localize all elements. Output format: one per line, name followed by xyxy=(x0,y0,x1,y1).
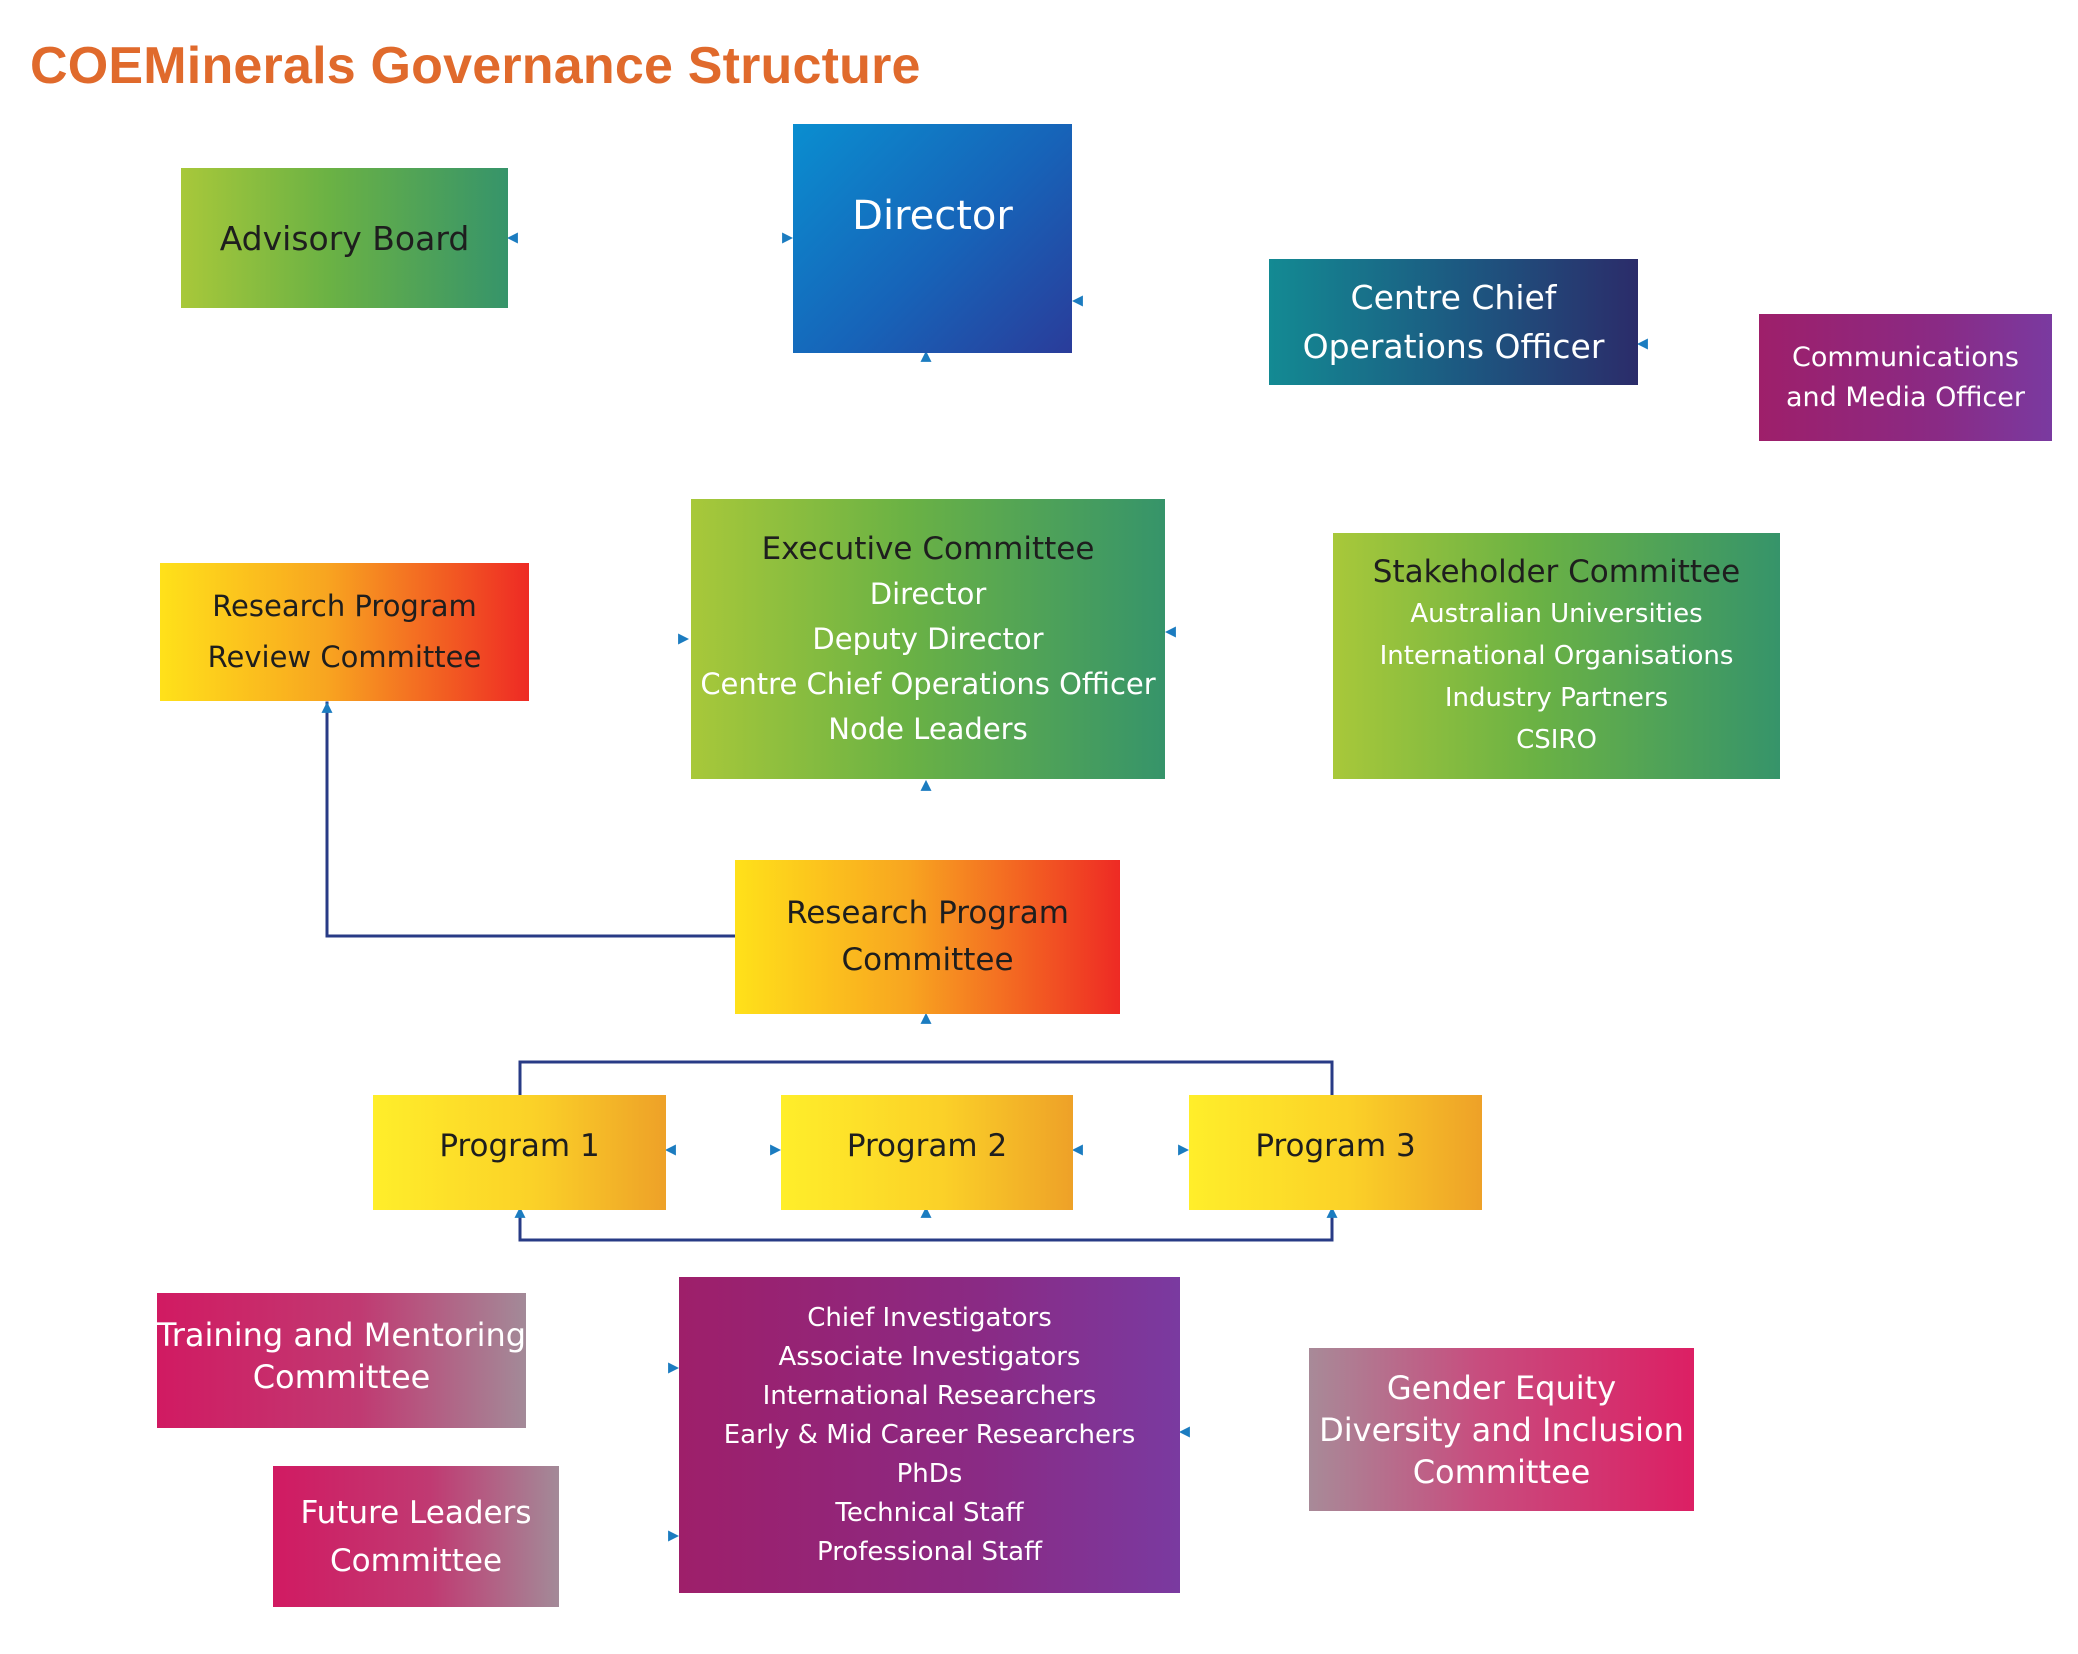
gender-line-3: Committee xyxy=(1412,1452,1591,1491)
advisory-board-box: Advisory Board xyxy=(181,168,508,308)
program-1-label: Program 1 xyxy=(439,1127,600,1164)
exec-member-3: Centre Chief Operations Officer xyxy=(700,666,1156,701)
page-title: COEMinerals Governance Structure xyxy=(30,37,921,95)
future-line-1: Future Leaders xyxy=(300,1494,532,1531)
gender-equity-committee-box: Gender Equity Diversity and Inclusion Co… xyxy=(1309,1348,1694,1511)
stakeholder-member-1: Australian Universities xyxy=(1410,599,1703,629)
ccoo-line-1: Centre Chief xyxy=(1350,278,1557,317)
ccoo-line-2: Operations Officer xyxy=(1302,327,1605,366)
exec-heading: Executive Committee xyxy=(761,530,1095,567)
program-3-box: Program 3 xyxy=(1189,1095,1482,1210)
stakeholder-heading: Stakeholder Committee xyxy=(1372,554,1741,590)
program-1-box: Program 1 xyxy=(373,1095,666,1210)
gender-line-2: Diversity and Inclusion xyxy=(1319,1410,1684,1449)
training-line-1: Training and Mentoring xyxy=(156,1315,527,1354)
stakeholder-member-2: International Organisations xyxy=(1379,641,1734,671)
rprc-line-2: Review Committee xyxy=(207,640,482,674)
exec-member-2: Deputy Director xyxy=(812,621,1044,656)
stakeholder-member-3: Industry Partners xyxy=(1444,683,1669,713)
people-line-5: PhDs xyxy=(896,1458,963,1489)
stakeholder-committee-box: Stakeholder Committee Australian Univers… xyxy=(1333,533,1780,779)
people-line-3: International Researchers xyxy=(762,1380,1097,1411)
training-mentoring-committee-box: Training and Mentoring Committee xyxy=(157,1293,526,1428)
link-rpc-rprc xyxy=(321,701,736,938)
rprc-line-1: Research Program xyxy=(212,589,477,623)
program-3-label: Program 3 xyxy=(1255,1127,1416,1164)
program-2-box: Program 2 xyxy=(781,1095,1073,1210)
rpc-line-1: Research Program xyxy=(786,895,1069,931)
centre-chief-operations-officer-box: Centre Chief Operations Officer xyxy=(1269,259,1638,385)
director-box: Director xyxy=(793,124,1072,353)
future-line-2: Committee xyxy=(329,1542,503,1579)
training-line-2: Committee xyxy=(252,1357,431,1396)
program-2-label: Program 2 xyxy=(846,1127,1008,1164)
comms-line-2: and Media Officer xyxy=(1786,381,2025,413)
researchers-staff-box: Chief Investigators Associate Investigat… xyxy=(679,1277,1180,1593)
exec-member-4: Node Leaders xyxy=(828,711,1028,746)
people-line-1: Chief Investigators xyxy=(807,1302,1052,1333)
comms-line-1: Communications xyxy=(1792,341,2019,373)
research-program-committee-box: Research Program Committee xyxy=(735,860,1120,1014)
exec-member-1: Director xyxy=(869,576,987,611)
future-leaders-committee-box: Future Leaders Committee xyxy=(273,1466,559,1607)
stakeholder-member-4: CSIRO xyxy=(1516,725,1597,755)
research-program-review-committee-box: Research Program Review Committee xyxy=(160,563,529,701)
director-label: Director xyxy=(852,192,1013,239)
advisory-board-label: Advisory Board xyxy=(219,218,470,258)
communications-media-officer-box: Communications and Media Officer xyxy=(1759,314,2052,441)
people-line-4: Early & Mid Career Researchers xyxy=(723,1419,1136,1450)
executive-committee-box: Executive Committee Director Deputy Dire… xyxy=(691,499,1165,779)
rpc-line-2: Committee xyxy=(841,942,1014,978)
gender-line-1: Gender Equity xyxy=(1386,1368,1617,1407)
people-line-2: Associate Investigators xyxy=(778,1341,1081,1372)
people-line-6: Technical Staff xyxy=(835,1497,1024,1528)
people-line-7: Professional Staff xyxy=(816,1536,1043,1567)
